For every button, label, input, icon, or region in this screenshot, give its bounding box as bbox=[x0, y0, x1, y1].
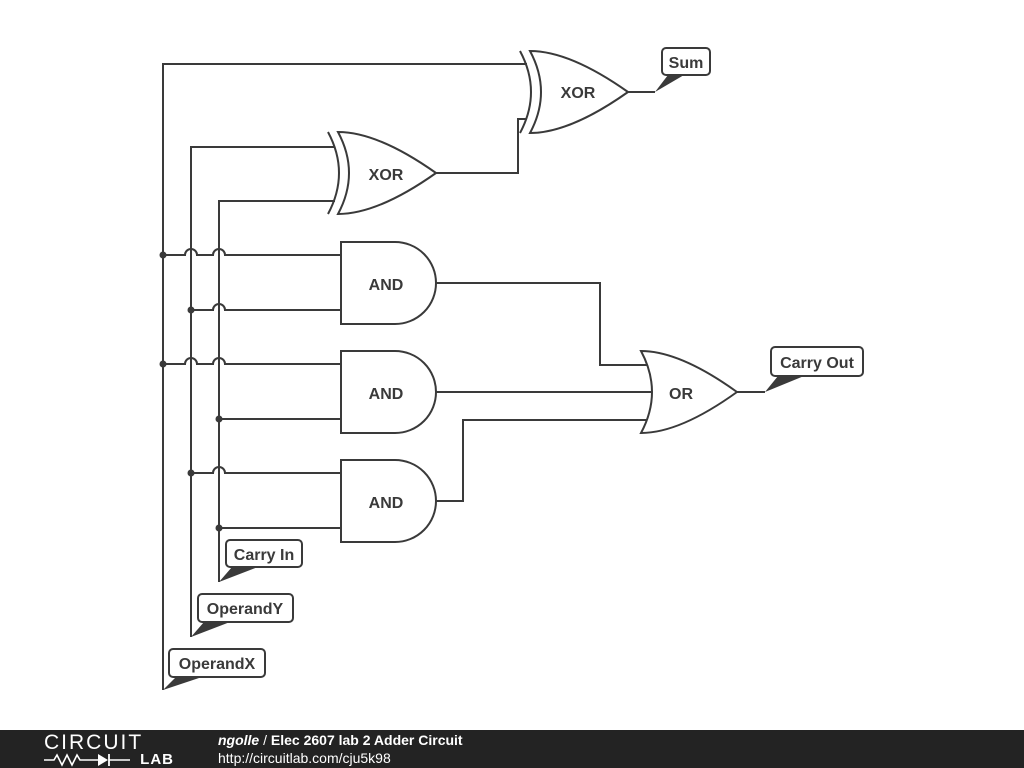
xor-gate-mid-label: XOR bbox=[369, 167, 404, 184]
meta-separator: / bbox=[259, 732, 271, 748]
xor-gate-top-back-arc bbox=[519, 50, 532, 134]
xor-gate-mid-body bbox=[336, 130, 438, 216]
label-carry-in-text: Carry In bbox=[234, 547, 294, 564]
label-sum-flag bbox=[655, 75, 684, 92]
label-operand-x-box bbox=[168, 648, 266, 678]
and-gate-1-body bbox=[340, 241, 437, 325]
label-carry-in[interactable]: Carry In bbox=[219, 539, 303, 582]
and-gate-3-body bbox=[340, 459, 437, 543]
and-gate-1-label: AND bbox=[369, 277, 404, 294]
wire-operandx-bus bbox=[162, 63, 527, 690]
label-carry-in-flag bbox=[219, 567, 258, 582]
label-operand-y-box bbox=[197, 593, 294, 623]
xor-gate-top-body bbox=[528, 49, 630, 135]
resistor-diode-icon bbox=[44, 753, 130, 767]
junction-dot bbox=[159, 360, 167, 368]
label-carry-out-text: Carry Out bbox=[780, 355, 854, 372]
footer-bar: CIRCUIT LAB ngolle / Elec 2607 lab 2 Add… bbox=[0, 730, 1024, 768]
label-sum[interactable]: Sum bbox=[655, 47, 711, 92]
junction-dot bbox=[215, 415, 223, 423]
circuit-schematic: XOR XOR AND AND AND OR Sum Carry Out bbox=[159, 47, 864, 690]
xor-gate-top-label: XOR bbox=[561, 85, 596, 102]
or-gate[interactable]: OR bbox=[639, 349, 739, 435]
and-gate-3[interactable]: AND bbox=[340, 459, 437, 543]
circuit-url[interactable]: http://circuitlab.com/cju5k98 bbox=[218, 750, 391, 766]
junction-dot bbox=[187, 306, 195, 314]
or-gate-label: OR bbox=[669, 386, 693, 403]
wire-carryin-bus bbox=[218, 200, 335, 582]
wire-and3-in-y bbox=[191, 466, 341, 474]
wire-and3-to-or bbox=[436, 419, 652, 502]
or-gate-body bbox=[639, 349, 739, 435]
label-operand-x-text: OperandX bbox=[179, 656, 256, 673]
junction-dot bbox=[159, 251, 167, 259]
and-gate-2[interactable]: AND bbox=[340, 350, 437, 434]
xor-gate-mid[interactable]: XOR bbox=[327, 130, 438, 216]
wire-and1-in-y bbox=[191, 303, 341, 311]
wire-and1-to-or bbox=[436, 282, 652, 366]
wire-and2-in-x bbox=[163, 357, 341, 365]
circuit-title[interactable]: Elec 2607 lab 2 Adder Circuit bbox=[270, 732, 463, 748]
and-gate-2-body bbox=[340, 350, 437, 434]
label-operand-x[interactable]: OperandX bbox=[163, 648, 266, 690]
label-operand-y-text: OperandY bbox=[207, 601, 284, 618]
label-carry-out-box bbox=[770, 346, 864, 377]
junction-dot bbox=[187, 469, 195, 477]
label-carry-in-box bbox=[225, 539, 303, 568]
author-link[interactable]: ngolle bbox=[218, 732, 260, 748]
circuit-meta: ngolle / Elec 2607 lab 2 Adder Circuit bbox=[218, 731, 463, 749]
label-operand-y-flag bbox=[191, 622, 230, 637]
label-sum-text: Sum bbox=[669, 55, 704, 72]
circuitlab-logo[interactable]: CIRCUIT LAB bbox=[44, 732, 174, 768]
xor-gate-top[interactable]: XOR bbox=[519, 49, 630, 135]
logo-text-circuit: CIRCUIT bbox=[44, 731, 144, 754]
and-gate-3-label: AND bbox=[369, 495, 404, 512]
logo-bottom-row: LAB bbox=[44, 752, 174, 768]
label-sum-box bbox=[661, 47, 711, 76]
and-gate-2-label: AND bbox=[369, 386, 404, 403]
label-operand-y[interactable]: OperandY bbox=[191, 593, 294, 637]
logo-text-lab: LAB bbox=[140, 751, 174, 768]
junction-dot bbox=[215, 524, 223, 532]
label-carry-out-flag bbox=[765, 376, 804, 392]
and-gate-1[interactable]: AND bbox=[340, 241, 437, 325]
label-carry-out[interactable]: Carry Out bbox=[765, 346, 864, 392]
wire-and1-in-x bbox=[163, 248, 341, 256]
xor-gate-mid-back-arc bbox=[327, 131, 340, 215]
wire-xor-mid-to-xor-top bbox=[436, 118, 527, 174]
junctions bbox=[159, 251, 223, 532]
label-operand-x-flag bbox=[163, 677, 202, 690]
